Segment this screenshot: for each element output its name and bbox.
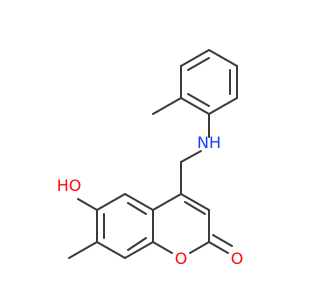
hydroxyl-atom-label: HO: [57, 176, 82, 195]
bond: [212, 234, 233, 247]
bond: [208, 49, 238, 67]
bond: [189, 241, 210, 254]
bond: [124, 241, 154, 259]
bond: [124, 193, 154, 211]
bond: [127, 237, 147, 251]
bond: [152, 241, 173, 254]
bond-lines: [68, 49, 238, 259]
bond: [180, 49, 210, 67]
bond: [68, 241, 98, 259]
bond: [127, 202, 147, 215]
molecule-structure-diagram: NH HO O O: [57, 49, 244, 268]
bond: [187, 57, 210, 71]
ring-oxygen-atom-label: O: [175, 249, 188, 268]
bond: [152, 193, 182, 211]
bond: [184, 201, 206, 215]
bond: [96, 241, 126, 259]
nh-atom-label: NH: [197, 133, 221, 152]
bond: [77, 198, 98, 211]
bond: [96, 193, 126, 211]
bond: [180, 150, 202, 163]
carbonyl-oxygen-atom-label: O: [231, 249, 244, 268]
bond: [180, 97, 210, 115]
atom-labels: NH HO O O: [57, 133, 244, 268]
bond: [208, 97, 238, 115]
bond: [152, 97, 182, 115]
bond: [187, 93, 210, 107]
bond: [208, 241, 229, 254]
bond: [180, 193, 210, 211]
